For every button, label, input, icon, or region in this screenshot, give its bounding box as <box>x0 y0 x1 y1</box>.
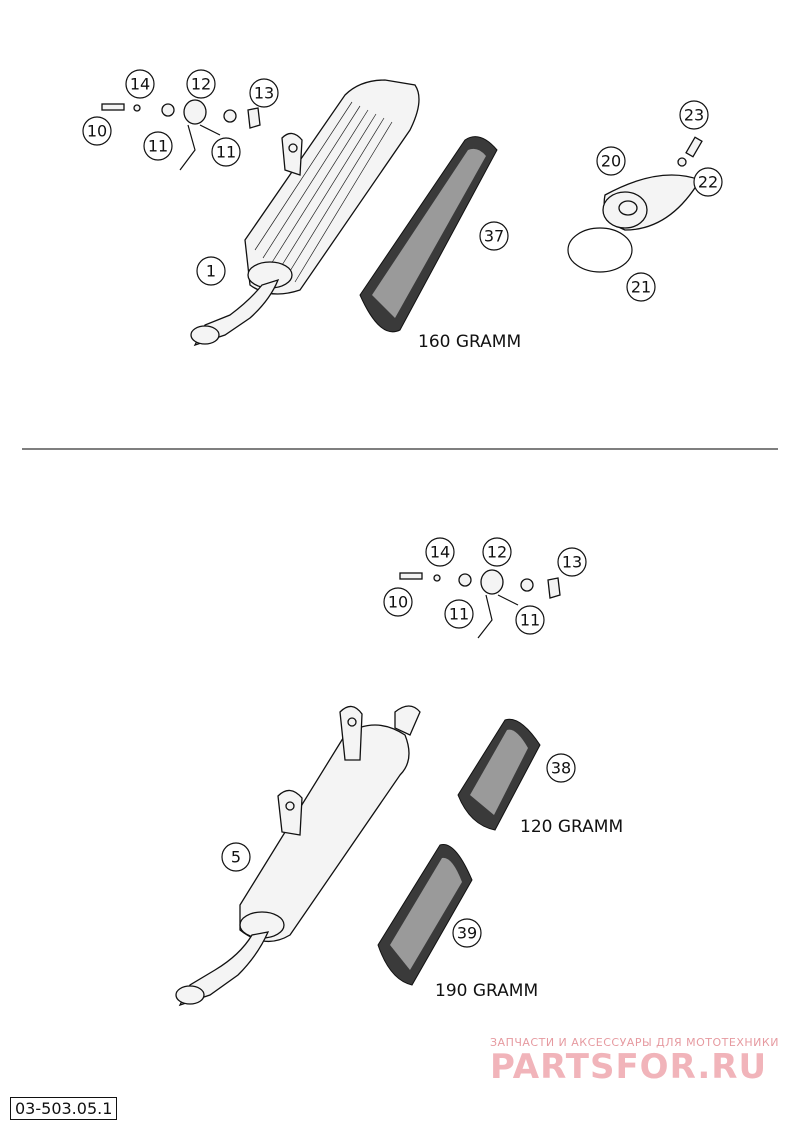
watermark: ЗАПЧАСТИ И АКСЕССУАРЫ ДЛЯ МОТОТЕХНИКИ PA… <box>490 1036 779 1087</box>
svg-text:5: 5 <box>231 848 241 867</box>
callout-39: 39 <box>452 918 482 948</box>
svg-text:11: 11 <box>216 143 236 162</box>
callout-22: 22 <box>693 167 723 197</box>
svg-text:11: 11 <box>449 605 469 624</box>
svg-text:13: 13 <box>562 553 582 572</box>
callout-11a-bottom: 11 <box>444 599 474 629</box>
packing-38 <box>457 718 541 831</box>
callout-11a-top: 11 <box>143 131 173 161</box>
svg-text:13: 13 <box>254 84 274 103</box>
svg-text:39: 39 <box>457 924 477 943</box>
end-cap-20 <box>602 174 701 231</box>
callout-38: 38 <box>546 753 576 783</box>
callout-20: 20 <box>596 146 626 176</box>
callout-11b-bottom: 11 <box>515 605 545 635</box>
callout-12-bottom: 12 <box>482 537 512 567</box>
weight-120: 120 GRAMM <box>520 817 623 837</box>
callout-12-top: 12 <box>186 69 216 99</box>
callout-11b-top: 11 <box>211 137 241 167</box>
svg-text:37: 37 <box>484 227 504 246</box>
svg-text:14: 14 <box>130 75 150 94</box>
svg-text:14: 14 <box>430 543 450 562</box>
watermark-subtitle: ЗАПЧАСТИ И АКСЕССУАРЫ ДЛЯ МОТОТЕХНИКИ <box>490 1036 779 1049</box>
svg-text:11: 11 <box>520 611 540 630</box>
gasket-21 <box>567 227 633 273</box>
svg-text:21: 21 <box>631 278 651 297</box>
callout-14-top: 14 <box>125 69 155 99</box>
svg-text:1: 1 <box>206 262 216 281</box>
callout-1: 1 <box>196 256 226 286</box>
fastener-set-bottom <box>399 569 561 639</box>
svg-text:11: 11 <box>148 137 168 156</box>
bottom-assembly <box>175 569 561 1007</box>
svg-text:12: 12 <box>487 543 507 562</box>
callout-14-bottom: 14 <box>425 537 455 567</box>
washer-22 <box>677 157 687 167</box>
callout-37: 37 <box>479 221 509 251</box>
svg-text:10: 10 <box>388 593 408 612</box>
callout-5: 5 <box>221 842 251 872</box>
weight-160: 160 GRAMM <box>418 332 521 352</box>
callout-10-bottom: 10 <box>383 587 413 617</box>
svg-text:38: 38 <box>551 759 571 778</box>
svg-text:23: 23 <box>684 106 704 125</box>
svg-text:20: 20 <box>601 152 621 171</box>
svg-text:12: 12 <box>191 75 211 94</box>
silencer-5 <box>175 705 421 1007</box>
callout-21: 21 <box>626 272 656 302</box>
watermark-brand: PARTSFOR.RU <box>490 1047 767 1087</box>
svg-text:22: 22 <box>698 173 718 192</box>
fastener-set-top <box>101 99 261 171</box>
callout-10-top: 10 <box>82 116 112 146</box>
packing-39 <box>377 843 473 986</box>
top-assembly <box>101 79 703 347</box>
callout-13-bottom: 13 <box>557 547 587 577</box>
screw-23 <box>685 136 703 158</box>
callout-13-top: 13 <box>249 78 279 108</box>
silencer-1 <box>190 79 420 347</box>
packing-37 <box>359 136 498 333</box>
svg-text:10: 10 <box>87 122 107 141</box>
reference-code: 03-503.05.1 <box>10 1097 118 1120</box>
callout-23: 23 <box>679 100 709 130</box>
weight-190: 190 GRAMM <box>435 981 538 1001</box>
